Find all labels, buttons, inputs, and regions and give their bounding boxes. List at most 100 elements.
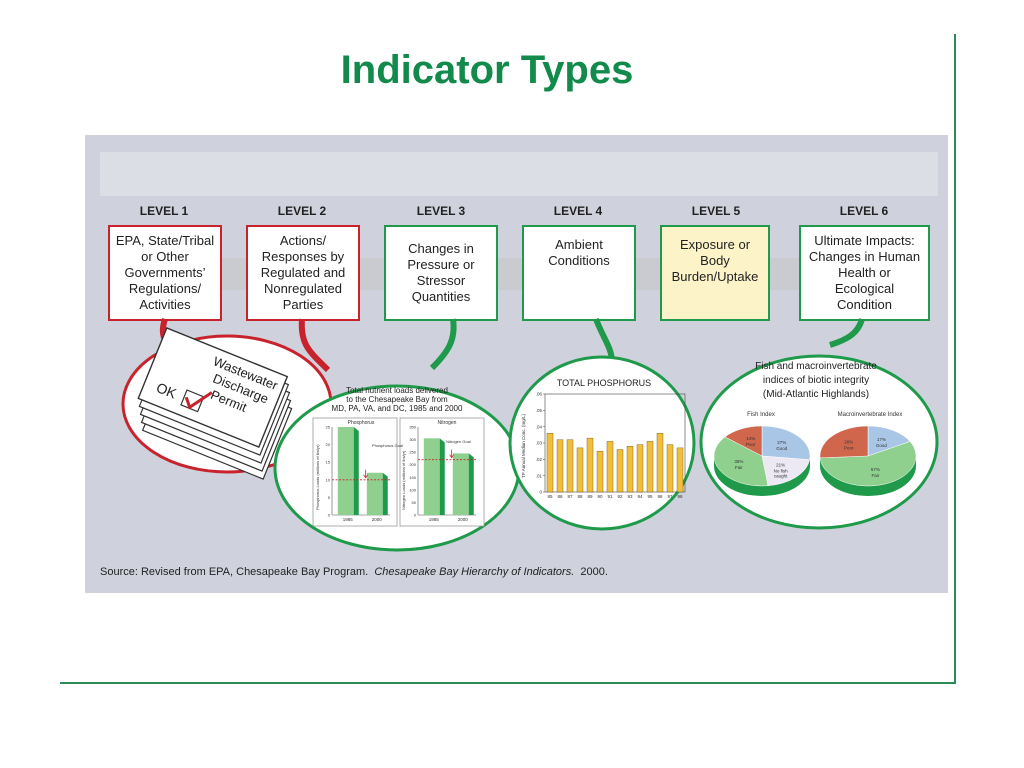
phosphorus-goal-arrow-icon	[363, 469, 368, 479]
fish-slice-label-0: Good	[776, 446, 788, 451]
nitrogen-tick-5: 250	[409, 450, 416, 455]
phosphorus-bar-side-2000	[382, 472, 388, 515]
tp-bar-85	[546, 433, 554, 493]
phosphorus-xlabel-1985: 1985	[343, 517, 354, 522]
tp-xlabel-94: 94	[637, 494, 643, 499]
fish-slice-label-1: No fish	[774, 469, 789, 474]
level-2-box: Actions/ Responses by Regulated and Nonr…	[246, 225, 360, 321]
tp-bar-89	[586, 437, 594, 493]
phosphorus-y-label: Phosphorus Loads (millions of lbs/yr)	[315, 444, 320, 510]
phosphorus-xlabel-2000: 2000	[372, 517, 383, 522]
fish-slice-value-0: 27%	[777, 440, 786, 445]
tp-tick-6: .06	[536, 392, 543, 397]
source-year: 2000.	[580, 566, 608, 578]
phosphorus-bar-side-1985	[353, 427, 359, 515]
frame-bottom-rule	[60, 682, 956, 684]
macro-slice-value-0: 17%	[877, 437, 886, 442]
source-prefix: Source: Revised from EPA, Chesapeake Bay…	[100, 566, 369, 578]
fish-index-title: Fish Index	[747, 412, 775, 418]
nitrogen-tick-4: 200	[409, 462, 416, 467]
tp-xlabel-97: 97	[667, 494, 673, 499]
tp-tick-1: .01	[536, 473, 543, 478]
connector-1-2	[221, 258, 247, 290]
nitrogen-tick-2: 100	[409, 487, 416, 492]
nutrient-title-2: to the Chesapeake Bay from	[346, 395, 448, 404]
macro-slice-label-2: Poor	[844, 446, 854, 451]
slide-title: Indicator Types	[340, 48, 634, 92]
fish-slice-value-1: 21%	[776, 463, 785, 468]
level-5-box: Exposure or Body Burden/Uptake	[660, 225, 770, 321]
tp-bar-88	[576, 447, 584, 493]
nitrogen-tick-0: 0	[414, 513, 417, 518]
phosphorus-tick-4: 20	[326, 442, 331, 447]
link-curve-level-6	[829, 318, 865, 348]
tp-bar-87	[566, 439, 574, 493]
fish-slice-value-3: 14%	[746, 436, 755, 441]
source-title: Chesapeake Bay Hierarchy of Indicators.	[374, 566, 575, 578]
nitrogen-goal-label: Nitrogen Goal	[446, 439, 471, 444]
link-curve-level-2	[298, 318, 331, 373]
macro-slice-label-1: Fair	[871, 473, 879, 478]
nitrogen-xlabel-2000: 2000	[458, 517, 469, 522]
phosphorus-goal-label: Phosphorus Goal	[372, 443, 403, 448]
fish-slice-label-1-1: caught	[774, 474, 788, 479]
level-4-box: Ambient Conditions	[522, 225, 636, 321]
tp-bar-93	[626, 446, 634, 493]
pies-title-2: indices of biotic integrity	[763, 375, 869, 386]
figure-header-band	[100, 152, 938, 196]
total-phosphorus-y-label: TP Annual Median Conc. (mg/L)	[521, 414, 526, 478]
nutrient-title-3: MD, PA, VA, and DC, 1985 and 2000	[332, 404, 463, 413]
fish-slice-3	[724, 425, 763, 457]
fish-slice-2	[713, 436, 769, 487]
tp-xlabel-92: 92	[617, 494, 623, 499]
tp-xlabel-90: 90	[597, 494, 603, 499]
pies-title-3: (Mid-Atlantic Highlands)	[763, 389, 869, 400]
phosphorus-tick-0: 0	[328, 513, 331, 518]
check-mark-icon	[184, 391, 213, 410]
level-3-label: LEVEL 3	[416, 204, 466, 218]
nitrogen-tick-6: 300	[409, 437, 416, 442]
connector-3-4	[497, 258, 523, 290]
macro-slice-value-2: 26%	[844, 440, 853, 445]
nitrogen-bar-1985	[423, 438, 440, 515]
macro-slice-label-0: Good	[876, 443, 888, 448]
macro-index-pie: 17%Good 57%Fair 26%Poor	[819, 425, 917, 496]
source-citation: Source: Revised from EPA, Chesapeake Bay…	[100, 566, 608, 578]
fish-slice-0	[761, 425, 811, 461]
level-6-label: LEVEL 6	[839, 204, 889, 218]
nitrogen-tick-1: 50	[412, 500, 417, 505]
phosphorus-tick-1: 5	[328, 495, 331, 500]
tp-tick-0: 0	[539, 490, 542, 495]
connector-5-6	[769, 258, 800, 290]
tp-xlabel-96: 96	[657, 494, 663, 499]
nitrogen-y-label: Nitrogen Loads (millions of lbs/yr)	[401, 450, 406, 510]
phosphorus-bar-2000	[366, 472, 383, 515]
tp-xlabel-91: 91	[607, 494, 613, 499]
macro-index-title: Macroinvertebrate Index	[838, 412, 903, 418]
nitrogen-chart-title: Nitrogen	[438, 420, 457, 426]
nutrient-title-1: Total nutrient loads delivered	[346, 386, 448, 395]
macro-slice-2	[819, 425, 869, 459]
permit-stack-icon: Wastewater Discharge Permit OK	[137, 327, 293, 480]
frame-right-rule	[954, 34, 956, 684]
nitrogen-bar-2000	[452, 453, 469, 515]
level-5-label: LEVEL 5	[691, 204, 741, 218]
phosphorus-tick-3: 15	[326, 460, 331, 465]
tp-bar-92	[616, 449, 624, 493]
fish-slice-label-2: Fair	[735, 465, 743, 470]
tp-xlabel-86: 86	[557, 494, 563, 499]
tp-tick-4: .04	[536, 424, 543, 429]
tp-tick-3: .03	[536, 441, 543, 446]
nitrogen-bar-side-2000	[468, 453, 474, 515]
tp-xlabel-89: 89	[587, 494, 593, 499]
phosphorus-bar-1985	[337, 427, 354, 515]
tp-bar-96	[656, 433, 664, 493]
macro-slice-value-1: 57%	[871, 467, 880, 472]
macro-slice-0	[867, 425, 911, 457]
tp-xlabel-98: 98	[677, 494, 683, 499]
tp-bar-98	[676, 447, 684, 493]
level-3-box: Changes in Pressure or Stressor Quantiti…	[384, 225, 498, 321]
